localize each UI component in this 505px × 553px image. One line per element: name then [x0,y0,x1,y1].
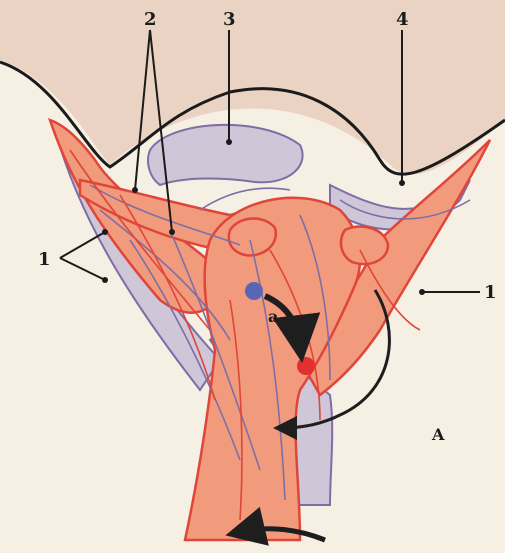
label-a: a [268,307,278,326]
label-1-left: 1 [38,249,51,270]
red-dot [297,357,315,375]
label-3: 3 [223,9,236,30]
label-A: A [431,425,445,444]
purple-upper-band [148,125,303,185]
red-structures [50,120,490,540]
blue-dot [245,282,263,300]
label-4: 4 [396,9,409,30]
label-1-right: 1 [484,282,497,303]
label-2: 2 [144,9,157,30]
